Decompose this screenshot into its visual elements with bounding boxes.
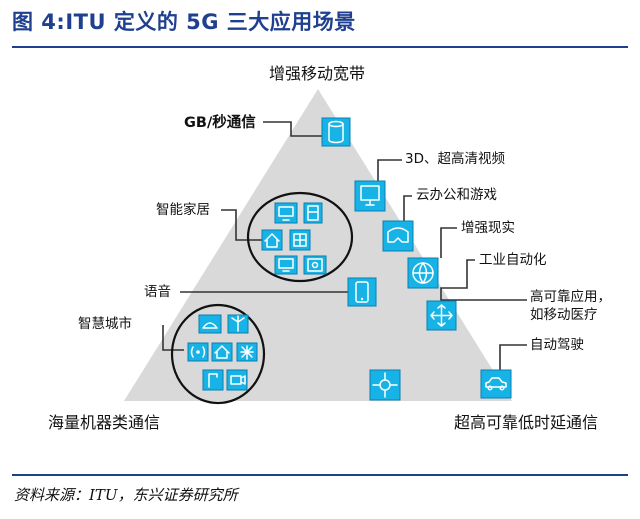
smart-city-cluster: [170, 303, 266, 405]
globe-icon: [407, 257, 439, 289]
monitor-icon: [354, 180, 386, 212]
leader-home: [221, 209, 263, 241]
wifi-signal-icon: [187, 342, 209, 362]
label-industrial: 工业自动化: [479, 252, 547, 268]
corner-label-mmtc: 海量机器类通信: [48, 413, 160, 432]
speaker-icon: [303, 255, 327, 275]
label-self-driving: 自动驾驶: [530, 337, 584, 353]
source-note: 资料来源：ITU，东兴证券研究所: [14, 486, 238, 504]
title-rule: [12, 46, 628, 48]
label-gb-per-second: GB/秒通信: [184, 113, 256, 131]
corner-label-embb: 增强移动宽带: [269, 64, 365, 83]
vr-headset-icon: [382, 220, 414, 252]
network-node-icon: [369, 369, 401, 401]
camera-icon: [226, 369, 248, 391]
street-lamp-icon: [202, 369, 224, 391]
label-voice: 语音: [144, 283, 171, 300]
arrows-cross-icon: [426, 300, 457, 331]
label-smart-home: 智能家居: [156, 201, 210, 218]
smart-home-cluster: [246, 191, 354, 283]
database-icon: [321, 117, 351, 147]
dome-light-icon: [198, 314, 222, 334]
label-ar: 增强现实: [461, 220, 515, 236]
label-critical-line1: 高可靠应用，: [530, 288, 611, 305]
wind-turbine-icon: [227, 314, 249, 334]
grid-icon: [289, 229, 311, 251]
source-rule: [12, 474, 628, 476]
figure-title: 图 4:ITU 定义的 5G 三大应用场景: [12, 10, 356, 34]
house-icon: [261, 229, 283, 251]
leader-city: [162, 325, 184, 351]
leader-3d: [377, 159, 402, 182]
label-3d-video: 3D、超高清视频: [405, 150, 505, 167]
label-critical-line2: 如移动医疗: [530, 307, 598, 323]
car-icon: [480, 369, 512, 399]
phone-icon: [347, 277, 377, 307]
tv-icon: [274, 255, 298, 275]
leader-ar: [440, 227, 457, 258]
fridge-icon: [303, 202, 323, 224]
leader-gb: [263, 121, 322, 137]
leader-industrial: [440, 259, 475, 302]
corner-label-urllc: 超高可靠低时延通信: [454, 413, 598, 432]
antenna-tower-icon: [236, 342, 258, 362]
leader-cloud: [403, 195, 412, 222]
label-smart-city: 智慧城市: [78, 315, 132, 332]
leader-driving: [499, 344, 527, 372]
tv-icon: [274, 202, 298, 224]
label-cloud-office: 云办公和游戏: [416, 187, 497, 203]
house-icon: [211, 342, 233, 362]
